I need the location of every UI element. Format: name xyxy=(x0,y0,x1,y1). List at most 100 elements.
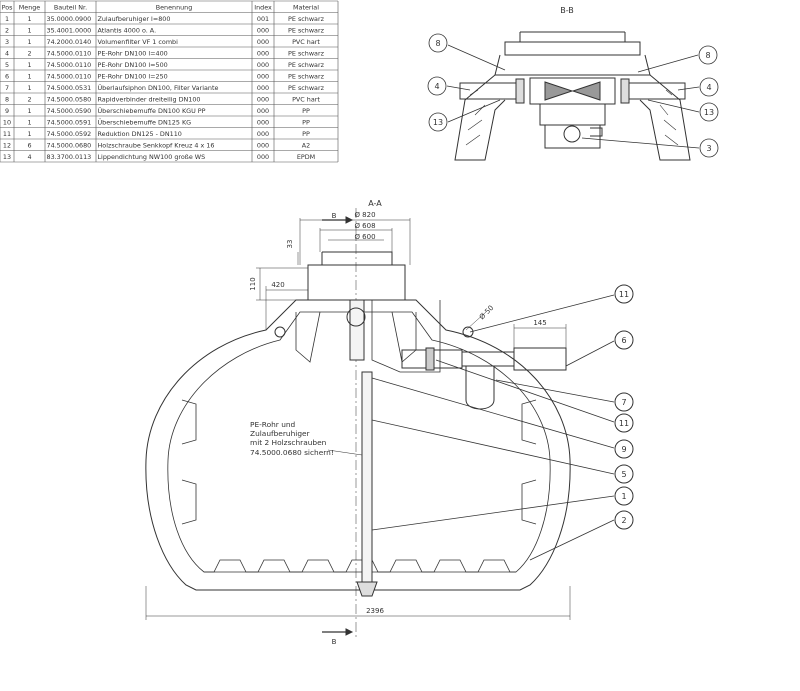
dim-d600: Ø 600 xyxy=(354,233,375,241)
table-cell: 74.5000.0580 xyxy=(47,95,92,103)
table-cell: 83.3700.0113 xyxy=(47,153,92,161)
table-cell: Reduktion DN125 - DN110 xyxy=(98,130,182,138)
aa-inlet-pipe xyxy=(361,371,373,583)
bb-balloon xyxy=(698,45,718,65)
aa-screw-left xyxy=(274,326,286,338)
table-cell: 1 xyxy=(27,107,31,115)
aa-left-support xyxy=(295,311,321,363)
table-cell: Überschiebemuffe DN100 KGU PP xyxy=(98,106,206,115)
bb-balloon xyxy=(699,138,719,158)
table-cell: 4 xyxy=(5,49,9,57)
table-cell: PE-Rohr DN100 l=500 xyxy=(98,61,168,69)
table-cell: 74.5000.0110 xyxy=(47,72,92,80)
table-cell: 000 xyxy=(257,49,269,57)
aa-balloon-leaders xyxy=(371,294,615,561)
dim-d820: Ø 820 xyxy=(354,211,375,219)
table-cell: 35.0000.0900 xyxy=(47,15,92,23)
bb-balloon xyxy=(699,77,719,97)
aa-left-ribs xyxy=(181,399,197,525)
aa-tank-outer-shell xyxy=(145,299,571,591)
section-arrowhead-bottom xyxy=(345,628,354,636)
aa-outlet-socket xyxy=(513,347,567,371)
table-cell: Rapidverbinder dreiteilig DN100 xyxy=(98,95,201,103)
table-cell: 000 xyxy=(257,95,269,103)
aa-connector xyxy=(425,347,435,371)
table-cell: Überschiebemuffe DN125 KG xyxy=(98,117,192,126)
dim-w2396: 2396 xyxy=(366,607,384,615)
section-aa-title: A-A xyxy=(368,199,382,208)
aa-balloon-label: 11 xyxy=(619,419,629,428)
table-cell: 74.5000.0680 xyxy=(47,141,92,149)
table-cell: PVC hart xyxy=(292,38,320,46)
table-cell: EPDM xyxy=(297,153,315,161)
bb-balloon-label: 13 xyxy=(704,108,714,117)
table-cell: PP xyxy=(302,107,310,115)
aa-note-line: mit 2 Holzschrauben xyxy=(250,438,327,447)
section-bb-title: B-B xyxy=(560,6,574,15)
table-header-cell: Menge xyxy=(19,3,41,11)
dim-w145: 145 xyxy=(533,319,546,327)
dim-h110: 110 xyxy=(249,277,257,290)
table-cell: 000 xyxy=(257,26,269,34)
table-cell: 1 xyxy=(5,15,9,23)
table-cell: PE schwarz xyxy=(288,15,325,23)
table-cell: 1 xyxy=(27,61,31,69)
table-cell: PE schwarz xyxy=(288,72,325,80)
aa-balloon xyxy=(614,486,634,506)
aa-balloon-label: 6 xyxy=(621,336,626,345)
aa-balloon-label: 11 xyxy=(619,290,629,299)
table-cell: 8 xyxy=(5,95,9,103)
table-cell: 6 xyxy=(5,72,9,80)
table-cell: 000 xyxy=(257,38,269,46)
table-cell: 000 xyxy=(257,130,269,138)
aa-inlet-calmer xyxy=(356,581,378,597)
table-cell: Volumenfilter VF 1 combi xyxy=(98,38,179,46)
section-mark-top: B xyxy=(332,212,337,220)
bb-filter-element xyxy=(544,81,601,101)
table-cell: 000 xyxy=(257,118,269,126)
bb-balloon-label: 8 xyxy=(435,39,440,48)
table-cell: 5 xyxy=(5,61,9,69)
dim-d50: Ø 50 xyxy=(478,304,495,321)
table-cell: 74.2000.0140 xyxy=(47,38,92,46)
table-cell: PE schwarz xyxy=(288,26,325,34)
aa-right-ribs xyxy=(521,399,537,525)
table-cell: 000 xyxy=(257,84,269,92)
table-cell: 1 xyxy=(27,26,31,34)
dim-w420: 420 xyxy=(271,281,284,289)
table-cell: PE schwarz xyxy=(288,49,325,57)
bb-balloon-label: 4 xyxy=(434,82,439,91)
aa-screw-right xyxy=(462,326,474,338)
table-cell: 7 xyxy=(5,84,9,92)
table-cell: 1 xyxy=(27,72,31,80)
table-cell: 1 xyxy=(27,38,31,46)
aa-inlet-port xyxy=(346,307,366,327)
table-cell: PE-Rohr DN100 l=250 xyxy=(98,72,168,80)
aa-note-line: 74.5000.0680 sichern! xyxy=(250,448,334,457)
bb-outlet-pipe xyxy=(563,125,581,143)
bb-balloon xyxy=(427,76,447,96)
section-bb-view: B-B xyxy=(427,6,719,161)
table-cell: 1 xyxy=(27,15,31,23)
bb-filter-body xyxy=(529,77,616,105)
table-cell: Holzschraube Senkkopf Kreuz 4 x 16 xyxy=(98,141,215,149)
aa-overflow-siphon xyxy=(465,366,495,410)
table-cell: 001 xyxy=(257,15,269,23)
bb-balloon-label: 3 xyxy=(706,144,711,153)
table-cell: PE schwarz xyxy=(288,61,325,69)
table-header-cell: Material xyxy=(293,3,319,11)
table-cell: Überlaufsiphon DN100, Filter Variante xyxy=(98,83,219,92)
table-cell: 3 xyxy=(5,38,9,46)
table-cell: 4 xyxy=(27,153,31,161)
table-cell: 000 xyxy=(257,72,269,80)
aa-inlet-elbow xyxy=(349,299,365,361)
aa-balloon xyxy=(614,413,634,433)
section-mark-bottom: B xyxy=(332,638,337,646)
table-cell: 74.5000.0591 xyxy=(47,118,92,126)
table-header-cell: Pos xyxy=(2,3,14,11)
aa-note-line: PE-Rohr und xyxy=(250,420,296,429)
aa-balloon-label: 5 xyxy=(621,470,626,479)
bb-right-wall xyxy=(639,74,691,161)
bb-outlet-stub xyxy=(590,127,603,137)
